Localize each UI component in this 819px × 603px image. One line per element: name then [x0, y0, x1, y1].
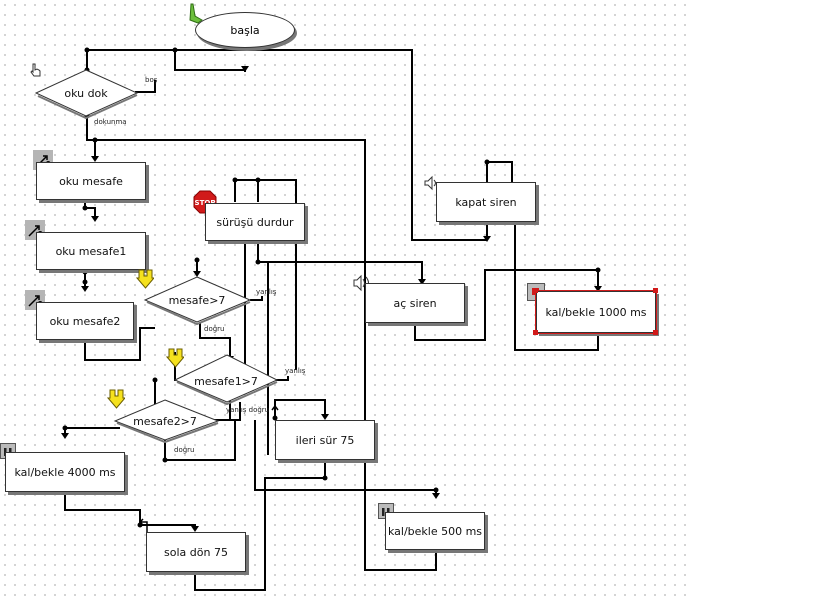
cond-mesafe2-decision[interactable]: mesafe2>7 — [133, 415, 197, 428]
hand-pointer-icon — [28, 62, 42, 82]
branch-dokunma: dokunma — [94, 118, 127, 126]
read-distance1-block[interactable]: oku mesafe1 — [36, 232, 146, 270]
read-distance2-block[interactable]: oku mesafe2 — [36, 302, 134, 340]
canvas-edge — [686, 0, 819, 603]
speaker-sound-icon — [352, 274, 374, 296]
cond-mesafe-decision[interactable]: mesafe>7 — [168, 294, 226, 307]
open-siren-block[interactable]: aç siren — [365, 283, 465, 323]
branch-yanlis-1: yanlış — [256, 288, 277, 296]
turn-left-label: sola dön 75 — [164, 545, 228, 559]
selection-handle[interactable] — [533, 288, 538, 293]
cond-mesafe1-decision[interactable]: mesafe1>7 — [194, 375, 258, 388]
wait-1000-label: kal/bekle 1000 ms — [545, 305, 647, 319]
read-touch-decision[interactable]: oku dok — [64, 87, 108, 100]
start-label: başla — [230, 23, 260, 37]
green-flag-icon — [188, 2, 204, 28]
read-distance-block[interactable]: oku mesafe — [36, 162, 146, 200]
read-distance2-label: oku mesafe2 — [49, 314, 121, 328]
speaker-icon — [423, 175, 439, 195]
open-siren-label: aç siren — [393, 296, 437, 310]
turn-left-block[interactable]: sola dön 75 — [146, 532, 246, 572]
forward-arrow-icon — [270, 404, 280, 424]
close-siren-label: kapat siren — [455, 195, 517, 209]
read-distance1-label: oku mesafe1 — [55, 244, 127, 258]
drive-forward-block[interactable]: ileri sür 75 — [275, 420, 375, 460]
drive-forward-label: ileri sür 75 — [295, 433, 355, 447]
close-siren-block[interactable]: kapat siren — [436, 182, 536, 222]
branch-bos: boş — [145, 76, 158, 84]
wait-1000-block[interactable]: kal/bekle 1000 ms — [535, 290, 657, 334]
yellow-arrows-icon — [165, 348, 186, 372]
stop-driving-label: sürüşü durdur — [216, 215, 294, 229]
selection-handle[interactable] — [653, 330, 658, 335]
wait-4000-label: kal/bekle 4000 ms — [14, 465, 116, 479]
yellow-arrows-icon — [135, 269, 156, 293]
wait-4000-block[interactable]: kal/bekle 4000 ms — [5, 452, 125, 492]
branch-dogru-3: doğru — [174, 446, 195, 454]
yellow-arrows-icon — [106, 389, 127, 413]
turn-left-arrow-icon — [137, 518, 151, 538]
branch-dogru-1: doğru — [204, 325, 225, 333]
start-node[interactable]: başla — [195, 12, 295, 48]
selection-handle[interactable] — [533, 330, 538, 335]
branch-yanlis-2: yanlış — [285, 367, 306, 375]
stop-driving-block[interactable]: sürüşü durdur — [205, 203, 305, 241]
read-distance-label: oku mesafe — [59, 174, 123, 188]
wait-500-label: kal/bekle 500 ms — [387, 524, 483, 538]
selection-handle[interactable] — [653, 288, 658, 293]
branch-yanlis-dogru: yanlış doğru — [226, 406, 270, 414]
wait-500-block[interactable]: kal/bekle 500 ms — [385, 512, 485, 550]
